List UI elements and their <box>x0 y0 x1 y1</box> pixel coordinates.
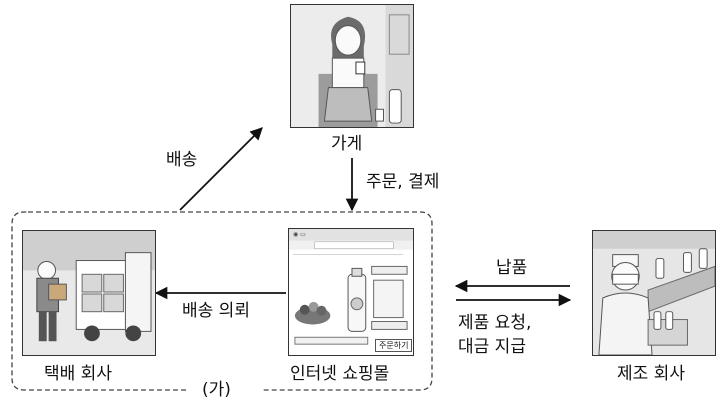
supply-label: 납품 <box>496 258 528 278</box>
shopping-mall-label: 인터넷 쇼핑몰 <box>290 364 390 384</box>
courier-illustration <box>22 230 156 356</box>
product-request-label: 제품 요청, <box>458 313 532 333</box>
manufacturer-illustration <box>592 230 716 356</box>
store-label: 가게 <box>331 134 363 154</box>
browser-tab: ◉ ▭ <box>293 231 306 238</box>
delivery-request-label: 배송 의뢰 <box>182 301 250 321</box>
delivery-label: 배송 <box>166 150 198 170</box>
order-button: 주문하기 <box>375 339 413 352</box>
store-illustration <box>290 4 414 128</box>
order-payment-label: 주문, 결제 <box>366 172 440 192</box>
payment-label: 대금 지급 <box>458 337 526 357</box>
shopping-mall-illustration: ◉ ▭ 주문하기 <box>288 228 414 356</box>
group-boundary <box>11 211 433 391</box>
manufacturer-label: 제조 회사 <box>617 364 685 384</box>
arrow-delivery <box>179 127 263 211</box>
group-label: (가) <box>202 380 231 400</box>
courier-label: 택배 회사 <box>44 364 112 384</box>
